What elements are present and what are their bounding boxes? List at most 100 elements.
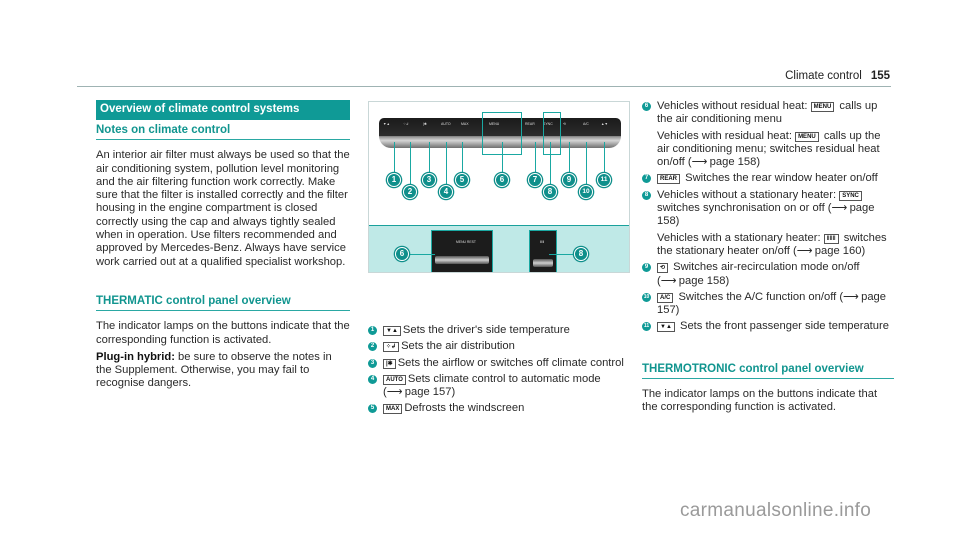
panel-label: ⟲ <box>563 122 566 126</box>
button-symbol-icon: MAX <box>383 404 403 415</box>
legend-line: ▼▲Sets the driver's side temperature <box>383 324 630 337</box>
legend-text: Switches the rear window heater on/off <box>682 172 878 185</box>
inset-heater-label: ‖‖‖ <box>540 240 545 244</box>
legend-body: ▼▲ Sets the front passenger side tempera… <box>657 320 894 336</box>
panel-label: REAR <box>525 122 535 126</box>
legend-line: ⁘↲Sets the air distribution <box>383 340 630 353</box>
arrow-icon: ⟶ <box>691 156 708 169</box>
legend-number: 5 <box>368 404 377 414</box>
button-symbol-icon: ‖‖‖ <box>823 233 839 244</box>
legend-number: 8 <box>642 190 651 200</box>
callout-marker-7: 7 <box>528 173 542 187</box>
legend-line: Vehicles with residual heat: MENU calls … <box>657 130 894 170</box>
legend-line: Vehicles without residual heat: MENU cal… <box>657 100 894 127</box>
legend-item-8: 8 Vehicles without a stationary heater: S… <box>642 189 894 261</box>
legend-body: REAR Switches the rear window heater on/… <box>657 172 894 188</box>
inset-marker-6: 6 <box>395 247 409 261</box>
inset-menu-key <box>435 256 489 264</box>
callout-marker-11: 11 <box>597 173 611 187</box>
marker-leader <box>410 142 412 189</box>
legend-text: Sets the front passenger side temperatur… <box>676 320 889 333</box>
header-rule <box>77 86 891 87</box>
legend-item-7: 7 REAR Switches the rear window heater on… <box>642 172 894 188</box>
button-symbol-icon: MENU <box>810 102 835 112</box>
panel-label: A/C <box>583 122 589 126</box>
legend-text: Vehicles with residual heat: <box>657 129 796 142</box>
legend-item-9: 9⟲ Switches air-recirculation mode on/of… <box>642 261 894 291</box>
button-symbol-icon: A/C <box>657 292 674 303</box>
callout-marker-5: 5 <box>455 173 469 187</box>
legend-number: 7 <box>642 174 651 184</box>
legend-text: switches the stationary heater on/off ( <box>657 231 887 257</box>
page-reference-link[interactable]: page 157) <box>404 386 456 399</box>
inset-heater-key <box>533 259 553 267</box>
legend-text: Vehicles with a stationary heater: <box>657 231 824 244</box>
legend-number: 2 <box>368 342 377 352</box>
page-number: 155 <box>870 70 890 82</box>
legend-item-11: 11 ▼▲ Sets the front passenger side tempe… <box>642 320 894 336</box>
legend-number: 11 <box>642 322 651 332</box>
callout-marker-1: 1 <box>387 173 401 187</box>
thermotronic-heading: THERMOTRONIC control panel overview <box>642 359 894 380</box>
legend-text: Defrosts the windscreen <box>404 402 525 415</box>
panel-label: AUTO <box>441 122 451 126</box>
legend-body: ▼▲Sets the driver's side temperature <box>383 324 630 340</box>
page-reference-link[interactable]: page 158) <box>657 202 875 228</box>
notes-heading: Notes on climate control <box>96 120 350 141</box>
legend-line: Vehicles with a stationary heater: ‖‖‖ s… <box>657 232 894 259</box>
panel-label: SYNC <box>543 122 553 126</box>
callout-marker-9: 9 <box>562 173 576 187</box>
thermatic-text: The indicator lamps on the buttons indic… <box>96 320 350 346</box>
inset-leader-6 <box>405 254 435 256</box>
page-header: Climate control 155 <box>785 70 890 82</box>
legend-item-6: 6 Vehicles without residual heat: MENU ca… <box>642 100 894 172</box>
page-reference-link[interactable]: page 157) <box>657 290 886 317</box>
legend-body: ⁘↲Sets the air distribution <box>383 340 630 356</box>
callout-marker-4: 4 <box>439 185 453 199</box>
button-symbol-icon: ⁘↲ <box>383 342 400 353</box>
legend-number: 10 <box>642 292 651 302</box>
legend-text: switches synchronisation on or off ( <box>657 202 832 215</box>
arrow-icon: ⟶ <box>831 202 848 215</box>
section-title: Climate control <box>785 70 862 82</box>
arrow-icon: ⟶ <box>386 386 403 399</box>
button-symbol-icon: ▼▲ <box>657 322 675 333</box>
legend-text: Sets climate control to automatic mode ( <box>383 372 601 399</box>
inset-heater-button: ‖‖‖ <box>529 230 557 272</box>
marker-leader <box>535 142 537 177</box>
button-symbol-icon: SYNC <box>839 190 862 201</box>
column-right: 6 Vehicles without residual heat: MENU ca… <box>642 100 894 419</box>
page-reference-link[interactable]: page 158) <box>709 156 761 169</box>
panel-label: |✱ <box>423 122 427 126</box>
callout-marker-8: 8 <box>543 185 557 199</box>
legend-text: Switches air-recirculation mode on/off ( <box>657 261 860 287</box>
legend-text: Sets the air distribution <box>401 340 515 353</box>
highlight-sync-button <box>543 112 561 155</box>
legend-item-3: 3|✱Sets the airflow or switches off clim… <box>368 357 630 373</box>
marker-leader <box>502 142 504 177</box>
page-reference-link[interactable]: page 160) <box>814 244 866 257</box>
marker-leader <box>446 142 448 189</box>
legend-number: 6 <box>642 102 651 111</box>
page-reference-link[interactable]: page 158) <box>678 274 730 287</box>
legend-number: 4 <box>368 374 377 384</box>
marker-leader <box>429 142 431 177</box>
hybrid-text: be sure to observe the notes in the Supp… <box>96 350 332 390</box>
notes-text: An interior air filter must always be us… <box>96 149 350 268</box>
legend-line: A/C Switches the A/C function on/off (⟶p… <box>657 291 894 318</box>
callout-marker-3: 3 <box>422 173 436 187</box>
legend-line: ▼▲ Sets the front passenger side tempera… <box>657 320 894 333</box>
legend-line: REAR Switches the rear window heater on/… <box>657 172 894 185</box>
callout-marker-2: 2 <box>403 185 417 199</box>
panel-label: ▼▲ <box>383 122 390 126</box>
callout-marker-10: 10 <box>579 185 593 199</box>
marker-leader <box>569 142 571 177</box>
thermotronic-text: The indicator lamps on the buttons indic… <box>642 388 878 414</box>
legend-text: Sets the airflow or switches off climate… <box>397 356 624 369</box>
legend-text: Vehicles without a stationary heater: <box>657 188 840 201</box>
thermatic-heading: THERMATIC control panel overview <box>96 291 350 312</box>
